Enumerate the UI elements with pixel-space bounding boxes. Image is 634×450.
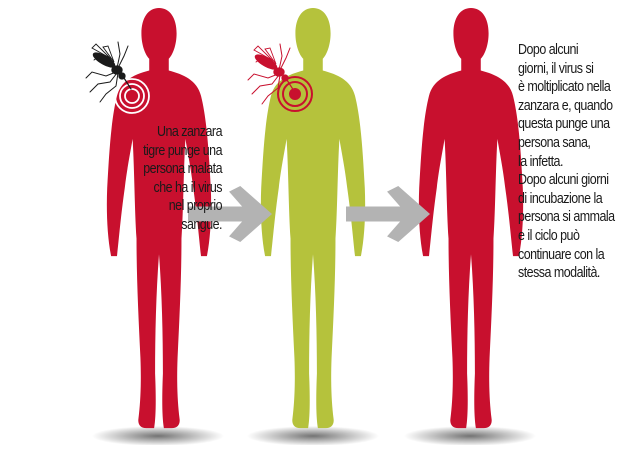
bite-target-icon <box>278 77 312 111</box>
caption-line: Una zanzara <box>121 123 222 142</box>
caption-line: zanzara e, quando <box>518 97 630 116</box>
ground-shadow-middle <box>247 426 379 445</box>
caption-line: stessa modalità. <box>518 264 630 283</box>
left-caption: Una zanzara tigre punge una persona mala… <box>121 123 222 235</box>
caption-line: Dopo alcuni <box>518 41 630 60</box>
ground-shadow-left <box>92 426 224 445</box>
caption-line: tigre punge una <box>121 142 222 161</box>
caption-line: continuare con la <box>518 246 630 265</box>
caption-line: Dopo alcuni giorni <box>518 171 630 190</box>
caption-line: la infetta. <box>518 153 630 172</box>
caption-line: che ha il virus <box>121 179 222 198</box>
caption-line: questa punge una <box>518 115 630 134</box>
caption-line: giorni, il virus si <box>518 60 630 79</box>
caption-line: nel proprio <box>121 197 222 216</box>
right-caption: Dopo alcuni giorni, il virus si è moltip… <box>518 41 630 283</box>
caption-line: sangue. <box>121 216 222 235</box>
sick-person-right <box>419 8 523 428</box>
caption-line: persona malata <box>121 160 222 179</box>
caption-line: persona si ammala <box>518 208 630 227</box>
caption-line: e il ciclo può <box>518 227 630 246</box>
caption-line: è moltiplicato nella <box>518 78 630 97</box>
caption-line: persona sana, <box>518 134 630 153</box>
ground-shadow-right <box>404 426 536 445</box>
caption-line: di incubazione la <box>518 190 630 209</box>
